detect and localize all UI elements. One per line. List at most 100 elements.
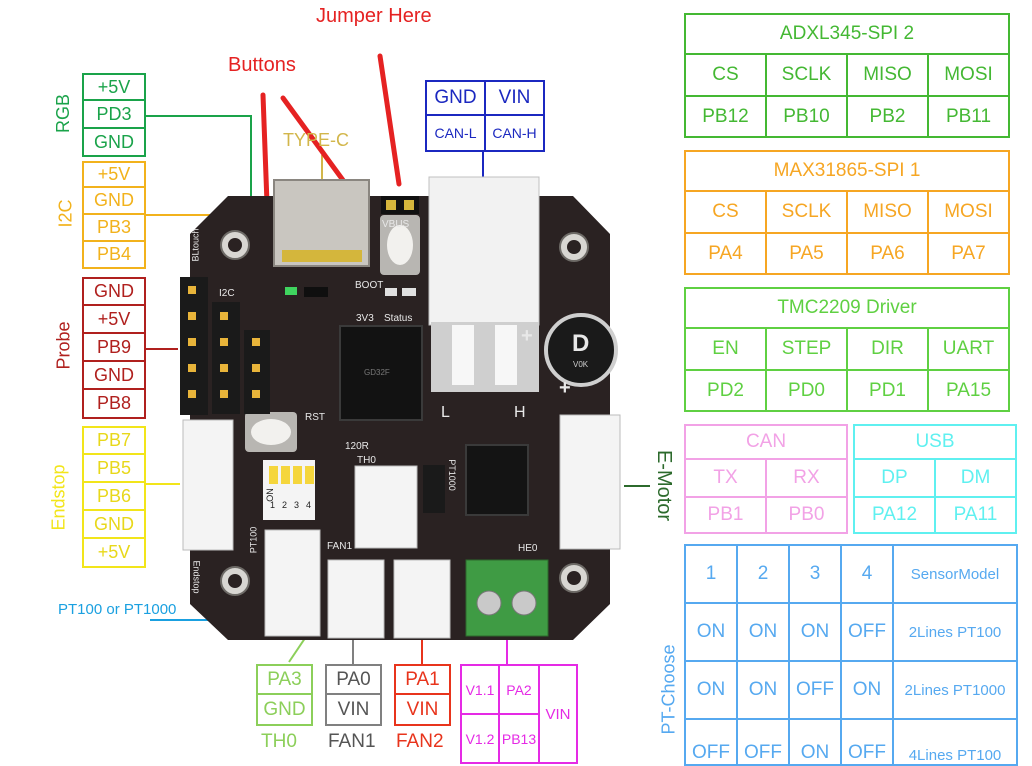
boot-silk: BOOT [355,280,384,291]
bltouch-silk: BLtouch [190,228,201,262]
usb-table: USB DP DM PA12 PA11 [853,424,1017,534]
max31865-head-mosi: MOSI [927,190,1010,234]
can-main-gnd: GND [425,80,486,116]
probe-pin-5v: +5V [82,306,146,334]
i2c-pin-pb3: PB3 [82,215,146,242]
plus-mark-1: + [521,325,533,347]
can-main-can-l: CAN-L [425,114,486,152]
can-connector-icon [428,176,540,326]
pt-choose-model: 4Lines PT100 [892,718,1018,766]
endstop-silk: Endstop [191,560,202,594]
capacitor-text: V0K [573,360,589,369]
endstop-pin-pb5: PB5 [82,455,146,483]
can-main-vin: VIN [484,80,545,116]
emotor-label: E-Motor [653,449,676,522]
probe-pin-gnd-2: GND [82,362,146,390]
pt-choose-cell: ON [736,602,790,662]
pt-choose-cell: ON [736,660,790,720]
usb-head-dp: DP [853,458,936,498]
dip-number-1: 1 [270,500,276,510]
he0-v11: V1.1 [460,664,500,715]
pt-choose-head-2: 2 [736,544,790,604]
v3v3-silk: 3V3 [356,313,374,324]
usb-pin-dm: PA11 [934,496,1017,534]
pt1000-header-icon [423,465,445,513]
max31865-pin-sclk: PA5 [765,232,848,275]
can-small-head-rx: RX [765,458,848,498]
tmc2209-table: TMC2209 Driver EN STEP DIR UART PD2 PD0 … [684,287,1010,412]
pt-choose-cell: ON [788,602,842,662]
can-l-mark: L [441,404,450,421]
pt-choose-cell: ON [788,718,842,766]
he0-vin: VIN [538,664,578,764]
fan1-label: FAN1 [328,731,376,752]
fan1-connector-icon [327,559,385,639]
i2c-pin-gnd: GND [82,188,146,215]
pt-choose-label: PT-Choose [658,644,679,735]
i2c-pin-5v: +5V [82,161,146,188]
rgb-pin-5v: +5V [82,73,146,101]
probe-pin-gnd-1: GND [82,277,146,306]
tmc2209-head-uart: UART [927,327,1010,371]
tmc2209-head-dir: DIR [846,327,929,371]
can-main-table: GND VIN CAN-L CAN-H [425,80,545,152]
vbus-silk: VBUS [382,219,410,230]
can-small-title: CAN [684,424,848,460]
adxl345-pin-sclk: PB10 [765,95,848,138]
can-small-pin-rx: PB0 [765,496,848,534]
endstop-pin-pb7: PB7 [82,426,146,455]
usb-pin-dp: PA12 [853,496,936,534]
adxl345-pin-cs: PB12 [684,95,767,138]
adxl345-head-sclk: SCLK [765,53,848,97]
fan2-pin-vin: VIN [394,695,451,726]
pt-choose-model: 2Lines PT100 [892,602,1018,662]
jumper-arrow [377,53,402,187]
pt-choose-head-4: 4 [840,544,894,604]
adxl345-title: ADXL345-SPI 2 [684,13,1010,55]
can-main-can-h: CAN-H [484,114,545,152]
th0-pin-gnd: GND [256,695,313,726]
pt-choose-table: 1 2 3 4 SensorModel ON ON ON OFF 2Lines … [684,544,1018,766]
adxl345-table: ADXL345-SPI 2 CS SCLK MISO MOSI PB12 PB1… [684,13,1010,138]
i2c-silk: I2C [219,288,235,299]
max31865-pin-cs: PA4 [684,232,767,275]
tmc2209-pin-step: PD0 [765,369,848,412]
endstop-pin-gnd: GND [82,511,146,539]
fan2-label: FAN2 [396,731,444,752]
max31865-head-sclk: SCLK [765,190,848,234]
max31865-pin-mosi: PA7 [927,232,1010,275]
adxl345-pin-miso: PB2 [846,95,929,138]
pt-choose-cell: ON [684,602,738,662]
pt-choose-model: 2Lines PT1000 [892,660,1018,720]
pt100-or-pt1000-label: PT100 or PT1000 [58,601,177,618]
endstop-pin-pb6: PB6 [82,483,146,511]
usb-head-dm: DM [934,458,1017,498]
dip-number-4: 4 [306,500,312,510]
th0-label: TH0 [261,731,297,752]
max31865-title: MAX31865-SPI 1 [684,150,1010,192]
driver-chip-icon [465,444,529,516]
r120-silk: 120R [345,441,369,452]
pt-choose-cell: OFF [788,660,842,720]
mcu-chip-icon [339,325,423,421]
plus-mark-2: + [559,377,571,399]
tmc2209-head-step: STEP [765,327,848,371]
can-small-pin-tx: PB1 [684,496,767,534]
tmc2209-pin-dir: PD1 [846,369,929,412]
rgb-pin-gnd: GND [82,129,146,157]
probe-pin-pb9: PB9 [82,334,146,362]
rst-silk: RST [305,412,325,423]
pt100-silk: PT100 [248,526,259,554]
fan1-silk: FAN1 [327,541,353,552]
tmc2209-head-en: EN [684,327,767,371]
can-h-mark: H [514,404,526,421]
pt-choose-cell: OFF [736,718,790,766]
pt-choose-cell: OFF [684,718,738,766]
th0-pin-pa3: PA3 [256,664,313,695]
fan1-pin-vin: VIN [325,695,382,726]
jumper-here-annotation: Jumper Here [316,5,432,27]
tmc2209-title: TMC2209 Driver [684,287,1010,329]
tmc2209-pin-en: PD2 [684,369,767,412]
